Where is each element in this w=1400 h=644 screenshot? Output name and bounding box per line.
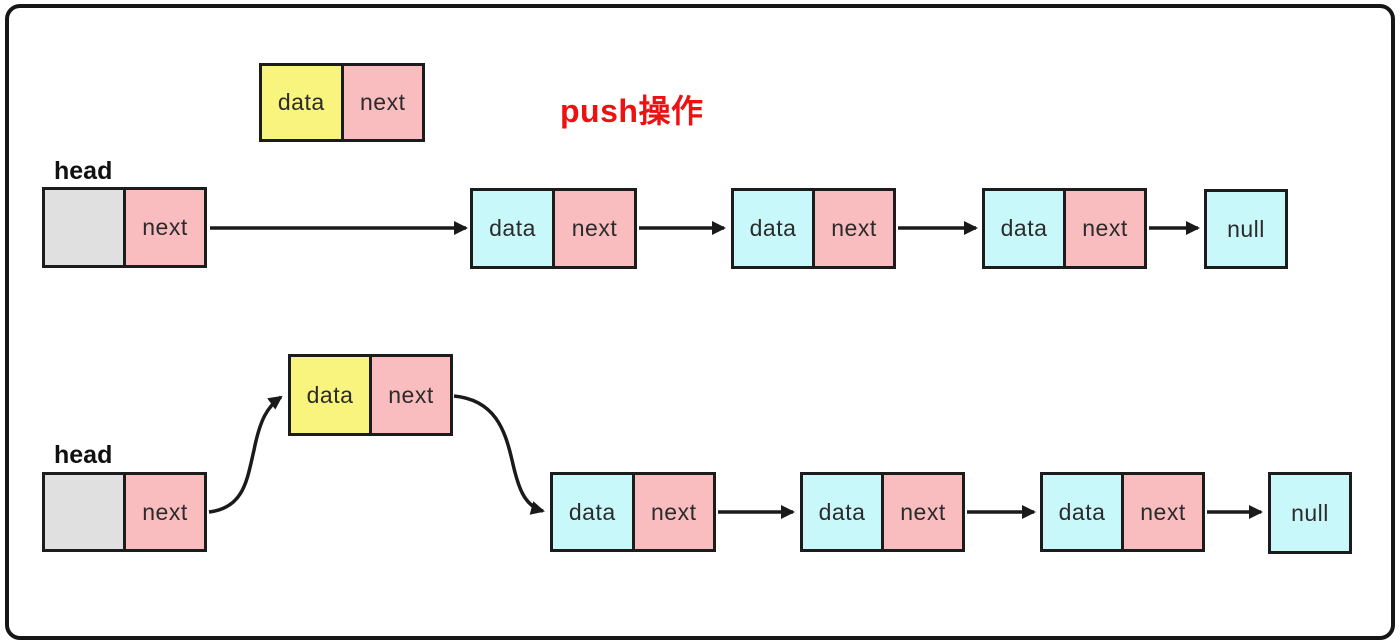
head-label-bottom: head <box>54 441 113 469</box>
next-cell: next <box>631 475 713 549</box>
next-cell: next <box>552 191 634 266</box>
next-cell: next <box>369 357 450 433</box>
null-node-bottom: null <box>1268 472 1352 554</box>
data-cell: data <box>1043 475 1121 549</box>
node2-top: data next <box>731 188 896 269</box>
null-cell: null <box>1207 192 1285 266</box>
empty-cell <box>45 475 123 549</box>
empty-cell <box>45 190 123 265</box>
data-cell: data <box>553 475 632 549</box>
null-node-top: null <box>1204 189 1288 269</box>
next-cell: next <box>1121 475 1202 549</box>
diagram-title: push操作 <box>560 93 704 129</box>
data-cell: data <box>291 357 369 433</box>
node1-top: data next <box>470 188 637 269</box>
node3-top: data next <box>982 188 1147 269</box>
node3-bottom: data next <box>1040 472 1205 552</box>
data-cell: data <box>803 475 881 549</box>
next-cell: next <box>340 66 422 139</box>
next-cell: next <box>881 475 962 549</box>
arrow-new-node-to-node1-bottom <box>453 394 545 515</box>
null-cell: null <box>1271 475 1349 551</box>
head-node-top: next <box>42 187 207 268</box>
node1-bottom: data next <box>550 472 716 552</box>
new-node-bottom: data next <box>288 354 453 436</box>
arrow-head-bottom-to-new-node <box>208 395 283 514</box>
new-node-top: data next <box>259 63 425 142</box>
next-cell: next <box>1063 191 1144 266</box>
data-cell: data <box>473 191 552 266</box>
data-cell: data <box>985 191 1063 266</box>
next-cell: next <box>123 475 204 549</box>
head-node-bottom: next <box>42 472 207 552</box>
head-label-top: head <box>54 157 113 185</box>
data-cell: data <box>734 191 812 266</box>
node2-bottom: data next <box>800 472 965 552</box>
next-cell: next <box>123 190 204 265</box>
data-cell: data <box>262 66 341 139</box>
next-cell: next <box>812 191 893 266</box>
